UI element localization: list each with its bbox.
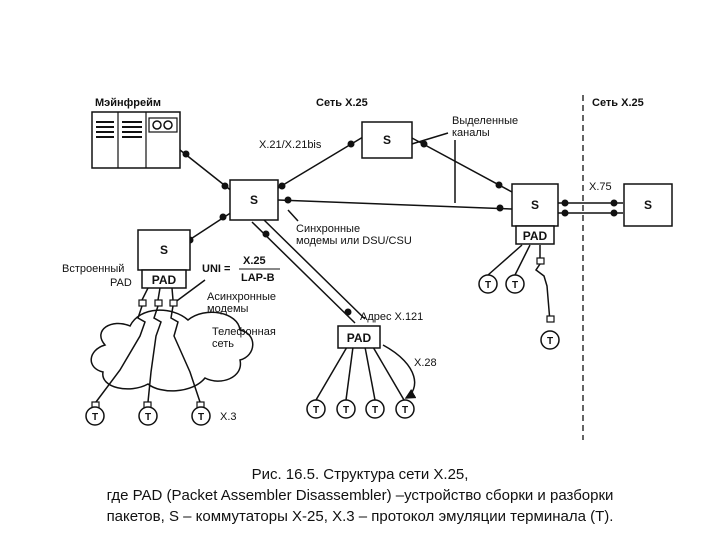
svg-text:T: T (512, 280, 518, 291)
builtin-label-2: PAD (110, 277, 132, 289)
svg-text:S: S (644, 198, 652, 212)
switch-right: S (511, 183, 559, 227)
terminal-labels: T T T T T T T T T T (92, 280, 553, 423)
mainframe-label: Мэйнфрейм (95, 97, 161, 109)
caption-line-3: пакетов, S – коммутаторы X-25, X.3 – про… (106, 508, 614, 525)
x75-label: X.75 (589, 181, 612, 193)
caption-line-2: где PAD (Packet Assembler Disassembler) … (106, 487, 614, 504)
pad-middle: PAD (337, 325, 381, 349)
svg-text:T: T (198, 412, 204, 423)
svg-text:T: T (402, 405, 408, 416)
async-label-2: модемы (207, 303, 249, 315)
address-label: Адрес X.121 (360, 311, 423, 323)
dedicated-label-2: каналы (452, 127, 490, 139)
svg-text:PAD: PAD (152, 273, 177, 287)
uni-lapb: LAP-B (241, 272, 275, 284)
phone-label-2: сеть (212, 338, 234, 350)
uni-x25: X.25 (243, 255, 266, 267)
svg-text:S: S (531, 198, 539, 212)
figure-caption: Рис. 16.5. Структура сети X.25, где PAD … (0, 464, 720, 527)
svg-text:T: T (92, 412, 98, 423)
svg-text:T: T (485, 280, 491, 291)
switch-center: S (229, 179, 279, 221)
sync-label-2: модемы или DSU/CSU (296, 235, 412, 247)
caption-line-1: Рис. 16.5. Структура сети X.25, (251, 466, 469, 483)
x25-network-diagram: Мэйнфрейм (62, 95, 673, 440)
phone-label-1: Телефонная (212, 326, 276, 338)
svg-text:T: T (372, 405, 378, 416)
phone-network-cloud (90, 309, 254, 392)
dedicated-label-1: Выделенные (452, 115, 518, 127)
svg-text:S: S (250, 193, 258, 207)
connections (95, 132, 623, 403)
svg-text:T: T (343, 405, 349, 416)
net-left-label: Сеть X.25 (316, 97, 368, 109)
switch-far-right: S (623, 183, 673, 227)
builtin-label-1: Встроенный (62, 263, 124, 275)
svg-text:PAD: PAD (347, 331, 372, 345)
svg-text:S: S (383, 133, 391, 147)
svg-text:T: T (547, 336, 553, 347)
pad-builtin: PAD (141, 269, 187, 289)
x21-label: X.21/X.21bis (259, 139, 322, 151)
net-right-label: Сеть X.25 (592, 97, 644, 109)
svg-text:S: S (160, 243, 168, 257)
svg-text:T: T (313, 405, 319, 416)
mainframe (91, 111, 181, 169)
sync-label-1: Синхронные (296, 223, 360, 235)
uni-label: UNI = (202, 263, 230, 275)
svg-text:PAD: PAD (523, 229, 548, 243)
connection-dots (182, 140, 618, 316)
svg-text:T: T (145, 412, 151, 423)
async-label-1: Асинхронные (207, 291, 276, 303)
x3-label: X.3 (220, 411, 237, 423)
pad-right: PAD (515, 225, 555, 245)
x28-label: X.28 (414, 357, 437, 369)
terminals (85, 274, 560, 426)
switch-top: S (361, 121, 413, 159)
switch-builtin: S (137, 229, 191, 271)
